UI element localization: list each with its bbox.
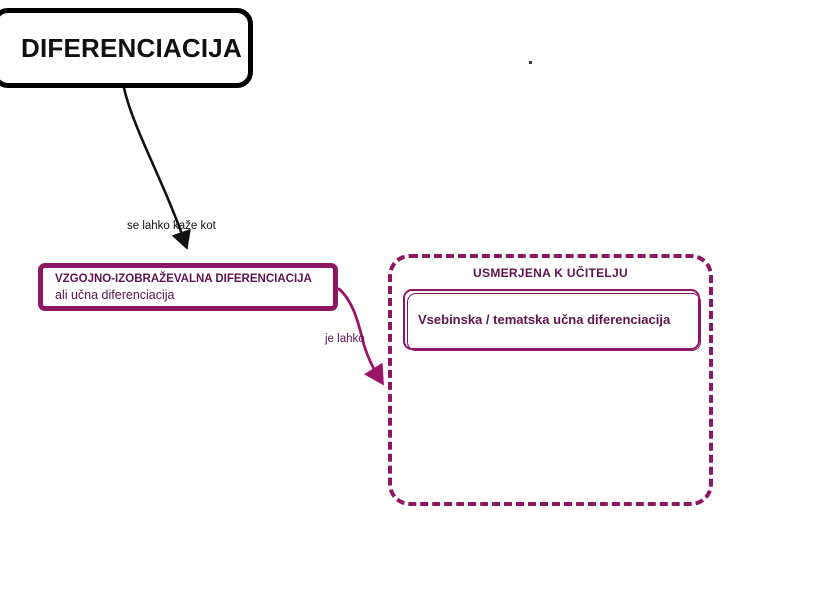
group-usmerjena-k-ucitelju[interactable] (388, 254, 713, 506)
edge-label-je-lahko: je lahko (325, 333, 365, 345)
node-vsebinska-tematska-label: Vsebinska / tematska učna diferenciacija (418, 312, 671, 327)
node-diferenciacija[interactable]: DIFERENCIACIJA (0, 8, 253, 88)
node-vsebinska-tematska-ucna-diferenciacija[interactable]: Vsebinska / tematska učna diferenciacija (403, 289, 701, 351)
node-vzgojno-izobrazevalna-line1: VZGOJNO-IZOBRAŽEVALNA DIFERENCIACIJA (55, 273, 312, 285)
node-diferenciacija-label: DIFERENCIACIJA (21, 32, 242, 63)
stray-dot-artifact (529, 61, 532, 64)
edge-title-to-left-node (122, 86, 191, 250)
node-vzgojno-izobrazevalna-diferenciacija[interactable]: VZGOJNO-IZOBRAŽEVALNA DIFERENCIACIJA ali… (38, 263, 338, 311)
node-vzgojno-izobrazevalna-line2: ali učna diferenciacija (55, 288, 175, 302)
group-usmerjena-k-ucitelju-heading: USMERJENA K UČITELJU (473, 266, 628, 280)
edge-label-se-lahko-kaze-kot: se lahko kaže kot (127, 220, 216, 232)
